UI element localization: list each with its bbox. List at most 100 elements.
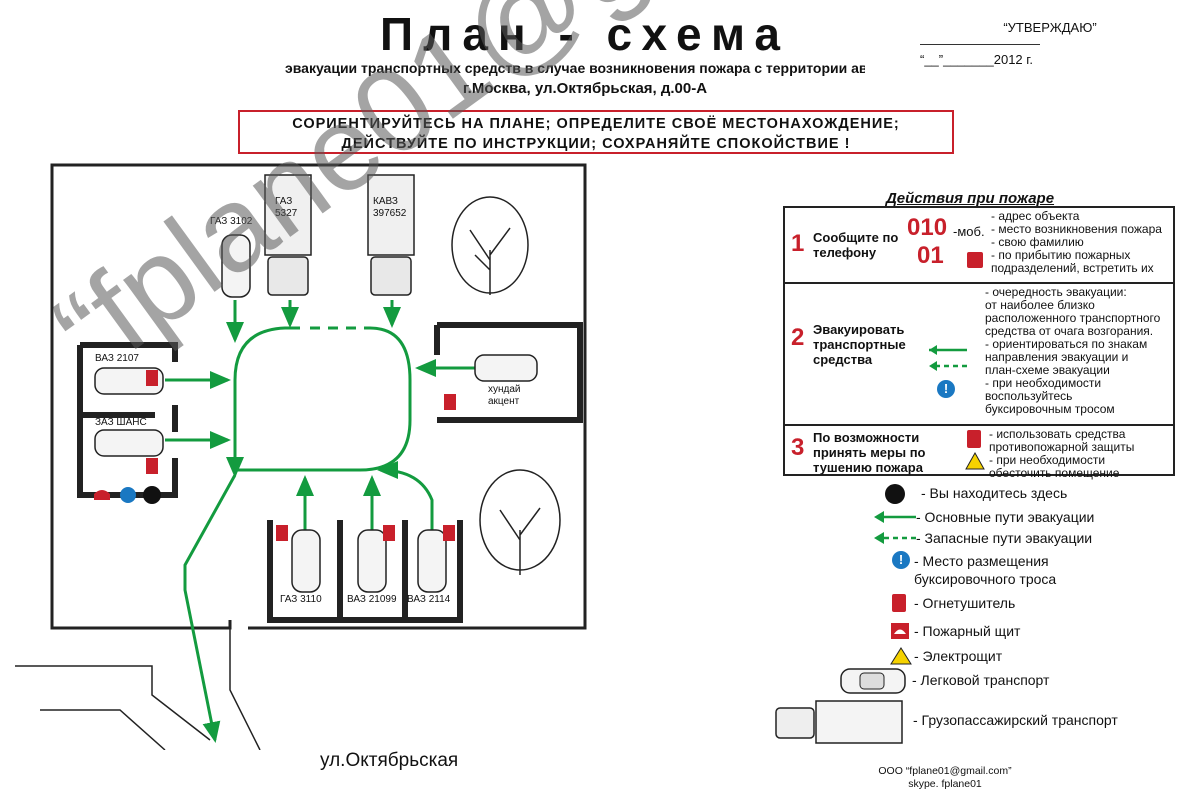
action-item: - при необходимости	[985, 376, 1102, 390]
tree-icon	[451, 196, 529, 295]
right-parking-bay	[434, 322, 583, 423]
street-line-2	[40, 709, 166, 750]
car-icon	[840, 668, 906, 694]
company-name: ООО “fplane01@gmail.com”	[878, 765, 1012, 777]
actions-table: 1 Сообщите по телефону 010 -моб. 01 - ад…	[783, 206, 1175, 480]
car-gaz3110	[291, 529, 321, 593]
action-number: 1	[791, 230, 805, 257]
car-hyundai	[474, 354, 538, 382]
truck-kavz	[367, 174, 415, 296]
action-number: 3	[791, 434, 805, 461]
tow-rope-icon: !	[892, 551, 910, 569]
car-gaz3102	[221, 234, 251, 298]
legend-label: - Вы находитесь здесь	[921, 485, 1068, 501]
extinguisher-icon	[444, 394, 456, 410]
extinguisher-icon	[276, 525, 288, 541]
action-item: - по прибытию пожарных	[991, 248, 1131, 262]
action-item: - ориентироваться по знакам	[985, 337, 1148, 351]
route-arrows-icon	[929, 345, 967, 371]
electric-panel-icon	[890, 647, 912, 665]
warning-line-2: ДЕЙСТВУЙТЕ ПО ИНСТРУКЦИИ; СОХРАНЯЙТЕ СПО…	[341, 136, 851, 152]
warning-box: СОРИЕНТИРУЙТЕСЬ НА ПЛАНЕ; ОПРЕДЕЛИТЕ СВО…	[238, 110, 954, 154]
phone-alt: 01	[917, 242, 944, 269]
action-item: - место возникновения пожара	[991, 222, 1162, 236]
label-kavz-1: КАВЗ	[373, 196, 398, 207]
phone-main: 010	[907, 214, 948, 241]
fire-shield-icon	[94, 490, 110, 500]
legend-label: - Пожарный щит	[914, 623, 1021, 639]
label-kavz-2: 397652	[373, 208, 407, 219]
legend-label: - Легковой транспорт	[912, 672, 1050, 688]
label-gaz3110: ГАЗ 3110	[280, 594, 322, 605]
extinguisher-icon	[146, 458, 158, 474]
label-hyundai-2: акцент	[488, 396, 520, 407]
legend-label: - Место размещения буксировочного троса	[914, 553, 1057, 587]
phone-mob: -моб.	[953, 224, 985, 239]
approve-label: “УТВЕРЖДАЮ”	[1003, 20, 1097, 35]
legend-label: - Электрощит	[914, 648, 1003, 664]
action-item: средства от очага возгорания.	[985, 324, 1154, 338]
legend-label: - Основные пути эвакуации	[916, 509, 1095, 525]
label-gaz3102: ГАЗ 3102	[210, 216, 253, 227]
spare-route-arrow-icon	[874, 532, 916, 544]
street-line-1	[15, 665, 211, 741]
action-items: - адрес объекта - место возникновения по…	[991, 210, 1162, 275]
approve-date: “__”_______2012 г.	[920, 52, 1034, 67]
action-item: расположенного транспортного	[985, 311, 1161, 325]
label-vaz21099: ВАЗ 21099	[347, 594, 397, 605]
action-item: от наиболее близко	[985, 298, 1095, 312]
label-vaz2107: ВАЗ 2107	[95, 353, 139, 364]
tree-icon	[479, 469, 561, 575]
actions-title: Действия при пожаре	[885, 190, 1055, 207]
you-are-here-icon	[885, 484, 905, 504]
action-item: воспользуйтесь	[985, 389, 1073, 403]
extinguisher-icon	[443, 525, 455, 541]
action-item: направления эвакуации и	[985, 350, 1129, 364]
phone-icon	[967, 252, 983, 268]
route-loop-left	[233, 326, 300, 410]
action-item: - использовать средства	[989, 427, 1126, 441]
label-zaz: ЗАЗ ШАНС	[95, 417, 147, 428]
legend-label: - Запасные пути эвакуации	[916, 530, 1093, 546]
page-title: План - схема	[380, 8, 790, 60]
car-vaz21099	[357, 529, 387, 593]
action-item: - свою фамилию	[991, 235, 1084, 249]
label-hyundai-1: хундай	[488, 384, 521, 395]
street-line-3	[229, 628, 261, 750]
action-item: - адрес объекта	[991, 209, 1080, 223]
company-skype: skype. fplane01	[908, 778, 982, 790]
bottom-parking-bays	[267, 520, 463, 623]
route-loop-right	[235, 326, 412, 472]
tow-rope-icon	[120, 487, 136, 503]
truck-gaz5327	[264, 174, 312, 296]
electric-panel-icon	[965, 452, 985, 470]
action-item: план-схеме эвакуации	[985, 363, 1110, 377]
car-zaz	[94, 429, 164, 457]
car-vaz2114	[417, 529, 447, 593]
main-route-arrow-icon	[874, 511, 916, 523]
action-row-1: 1 Сообщите по телефону 010 -моб. 01 - ад…	[785, 208, 1173, 284]
address-line: г.Москва, ул.Октябрьская, д.00-А	[462, 80, 708, 97]
extinguisher-icon	[146, 370, 158, 386]
warning-line-1: СОРИЕНТИРУЙТЕСЬ НА ПЛАНЕ; ОПРЕДЕЛИТЕ СВО…	[292, 116, 900, 132]
label-gaz5327-1: ГАЗ	[275, 196, 293, 207]
extinguisher-icon	[383, 525, 395, 541]
action-label: Эвакуировать транспортные средства	[813, 322, 906, 367]
action-item: обесточить помещение	[989, 466, 1120, 480]
extinguisher-icon	[892, 594, 906, 612]
action-items: - использовать средства противопожарной …	[989, 428, 1134, 480]
company-footer: ООО “fplane01@gmail.com” skype. fplane01	[860, 765, 1030, 791]
action-row-2: 2 Эвакуировать транспортные средства ! -…	[785, 284, 1173, 426]
action-item: буксировочным тросом	[985, 402, 1115, 416]
action-items: - очередность эвакуации: от наиболее бли…	[985, 286, 1160, 416]
label-gaz5327-2: 5327	[275, 208, 298, 219]
action-label: Сообщите по телефону	[813, 230, 899, 260]
route-exit	[183, 474, 237, 743]
legend-label: - Грузопассажирский транспорт	[913, 712, 1118, 728]
route-vaz2114	[377, 461, 434, 535]
extinguisher-icon	[967, 430, 981, 448]
truck-icon	[775, 700, 903, 744]
site-plan	[15, 163, 587, 750]
you-are-here-icon	[143, 486, 161, 504]
action-number: 2	[791, 324, 805, 351]
